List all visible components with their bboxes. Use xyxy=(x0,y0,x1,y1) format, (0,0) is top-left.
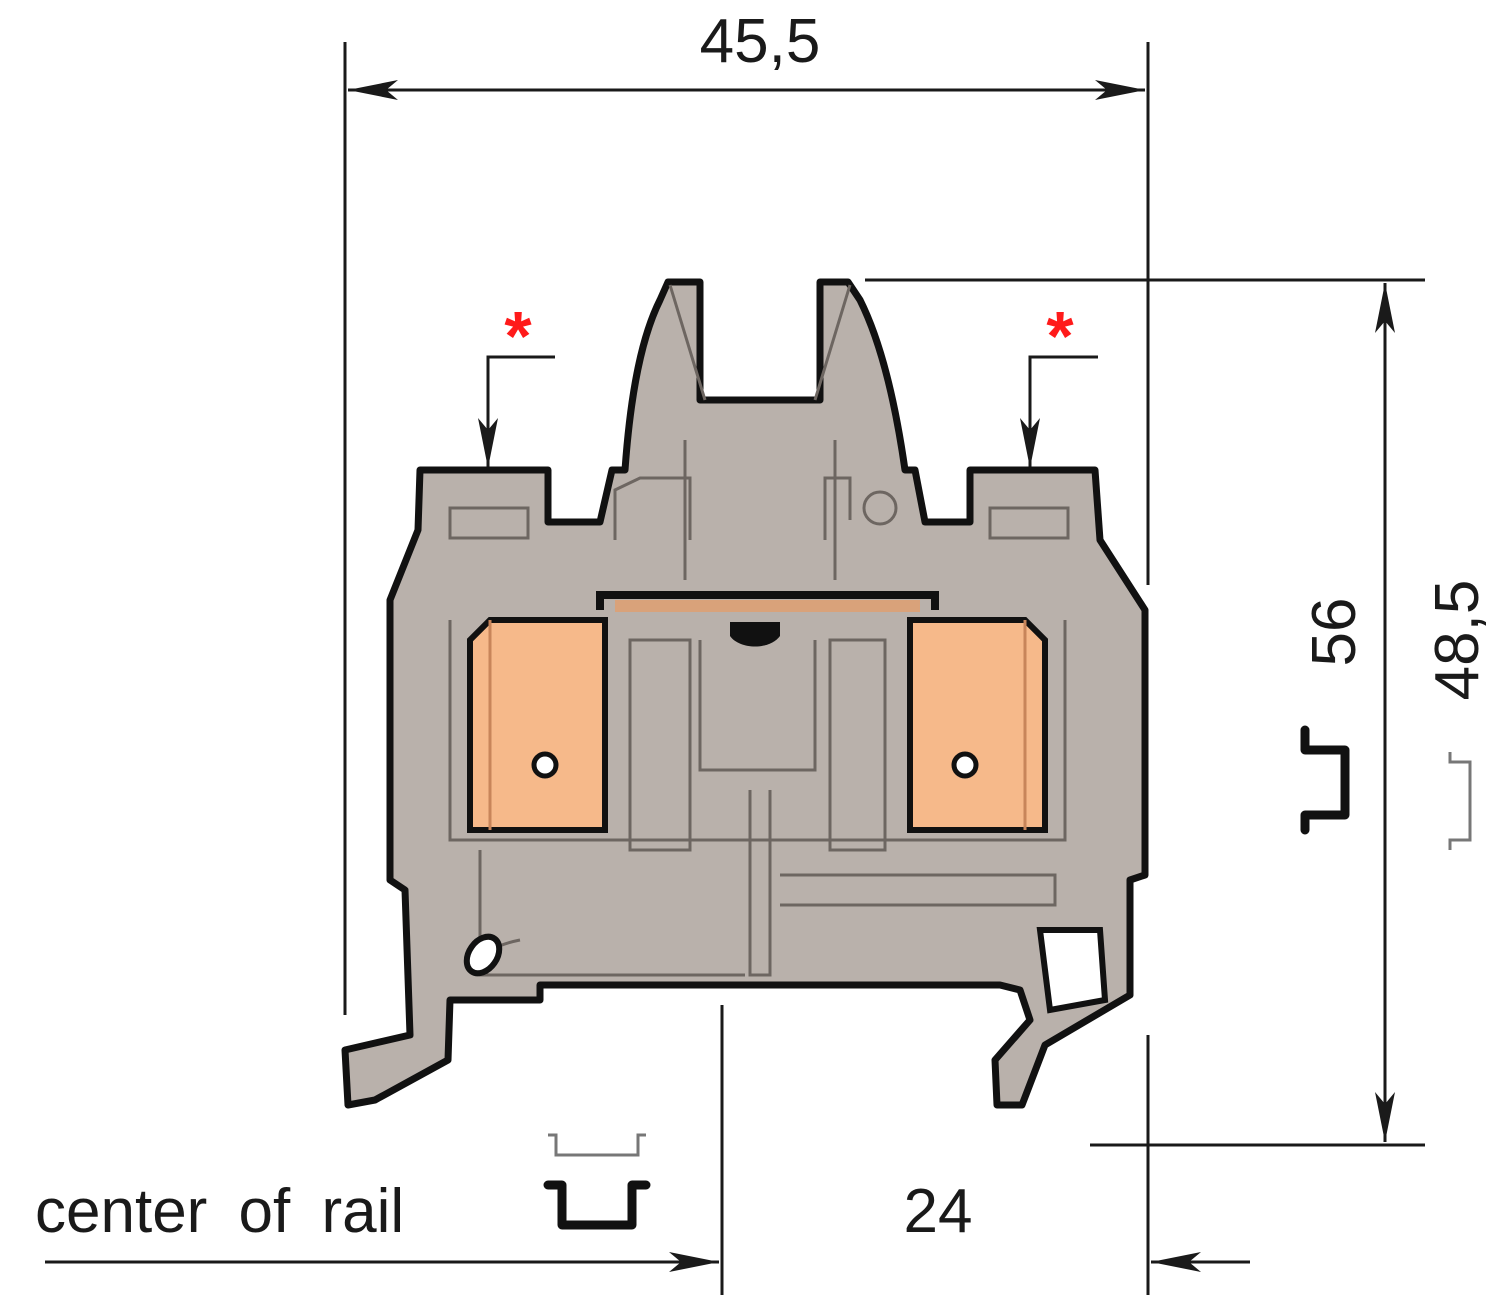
rail-symbol-outline-icon xyxy=(548,1133,646,1157)
rail-center-label: center of rail xyxy=(35,1177,404,1246)
height-total-label: 56 xyxy=(1300,598,1369,667)
marker-asterisk-left: * xyxy=(504,297,532,375)
marker-leader-left xyxy=(478,355,555,468)
height-above-rail-label: 48,5 xyxy=(1423,580,1492,701)
rail-symbol-outline-icon xyxy=(1448,752,1472,850)
screw-hole-icon xyxy=(531,751,559,779)
extension-lines xyxy=(343,42,1425,1295)
housing-details xyxy=(448,284,1109,1014)
clamp-right xyxy=(907,617,1048,833)
clamp-left xyxy=(467,617,608,833)
width-dimension-label: 45,5 xyxy=(700,7,821,76)
rail-offset-label: 24 xyxy=(904,1177,973,1246)
terminal-housing xyxy=(341,278,1149,1109)
screw-hole-icon xyxy=(951,751,979,779)
marker-leader-right xyxy=(1020,355,1098,468)
rail-symbol-icon xyxy=(1300,725,1350,835)
rail-symbol-icon xyxy=(543,1180,651,1230)
marker-asterisk-right: * xyxy=(1046,297,1074,375)
